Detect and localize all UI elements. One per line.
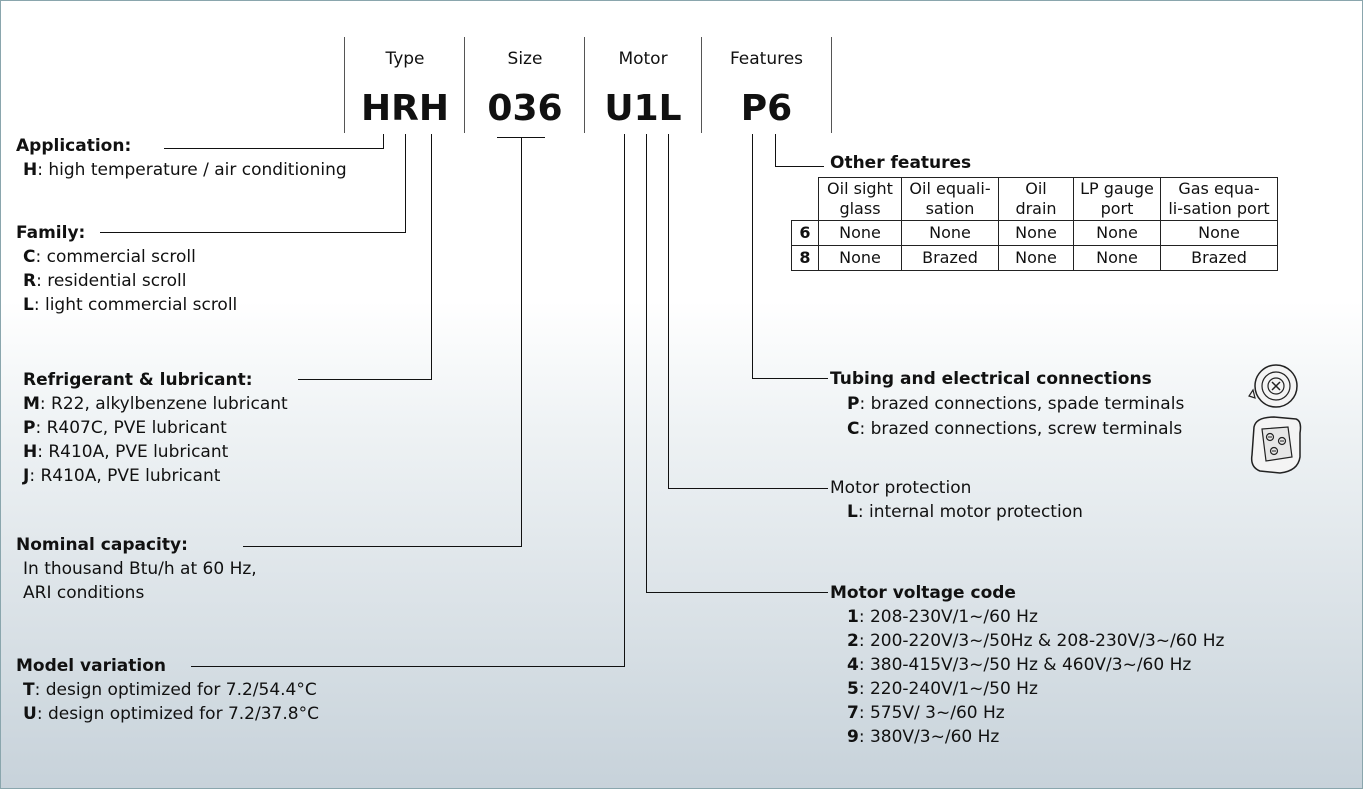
table-cell: None xyxy=(1073,245,1161,271)
column-divider xyxy=(701,37,702,133)
features-header: Features xyxy=(729,49,804,69)
connector-line xyxy=(624,134,625,667)
table-cell: None xyxy=(901,220,999,246)
capacity-line: ARI conditions xyxy=(23,583,145,603)
column-divider xyxy=(464,37,465,133)
table-cell: None xyxy=(998,220,1074,246)
spade-terminal-icon xyxy=(1248,364,1298,408)
capacity-title: Nominal capacity: xyxy=(16,535,188,555)
refrigerant-item: P: R407C, PVE lubricant xyxy=(23,418,227,438)
family-item: C: commercial scroll xyxy=(23,247,196,267)
connector-line xyxy=(668,134,669,489)
family-title: Family: xyxy=(16,223,86,243)
connector-line xyxy=(100,232,406,233)
table-cell: None xyxy=(1073,220,1161,246)
connector-line xyxy=(646,592,828,593)
connector-line xyxy=(164,148,384,149)
table-row: 8 None Brazed None None Brazed xyxy=(791,245,1278,271)
table-corner xyxy=(791,177,819,221)
motor-protection-item: L: internal motor protection xyxy=(847,502,1083,522)
column-divider xyxy=(584,37,585,133)
connector-line xyxy=(298,379,432,380)
table-cell: None xyxy=(818,245,902,271)
capacity-line: In thousand Btu/h at 60 Hz, xyxy=(23,559,257,579)
table-cell: None xyxy=(818,220,902,246)
voltage-item: 4: 380-415V/3~/50 Hz & 460V/3~/60 Hz xyxy=(847,655,1192,675)
features-code: P6 xyxy=(740,88,793,129)
size-code: 036 xyxy=(487,88,563,129)
refrigerant-item: H: R410A, PVE lubricant xyxy=(23,442,229,462)
refrigerant-item: M: R22, alkylbenzene lubricant xyxy=(23,394,288,414)
refrigerant-title: Refrigerant & lubricant: xyxy=(23,370,253,390)
variation-item: U: design optimized for 7.2/37.8°C xyxy=(23,704,319,724)
variation-item: T: design optimized for 7.2/54.4°C xyxy=(23,680,317,700)
table-cell: None xyxy=(1160,220,1278,246)
voltage-item: 2: 200-220V/3~/50Hz & 208-230V/3~/60 Hz xyxy=(847,631,1225,651)
connector-line xyxy=(668,488,828,489)
connector-line xyxy=(752,134,753,379)
connector-line xyxy=(646,134,647,593)
connector-line xyxy=(431,134,432,380)
motor-protection-title: Motor protection xyxy=(830,478,972,498)
type-header: Type xyxy=(385,49,425,69)
refrigerant-item: J: R410A, PVE lubricant xyxy=(23,466,221,486)
connector-line xyxy=(775,166,824,167)
connector-line xyxy=(405,134,406,233)
application-item: H: high temperature / air conditioning xyxy=(23,160,347,180)
connector-line xyxy=(521,137,522,547)
tubing-item: P: brazed connections, spade terminals xyxy=(847,394,1185,414)
type-code: HRH xyxy=(361,88,449,129)
table-row-key: 8 xyxy=(791,245,819,271)
variation-title: Model variation xyxy=(16,656,167,676)
column-divider xyxy=(344,37,345,133)
other-features-title: Other features xyxy=(830,153,972,173)
table-header-cell: Gas equa-li-sation port xyxy=(1160,177,1278,221)
voltage-item: 1: 208-230V/1~/60 Hz xyxy=(847,607,1038,627)
family-item: R: residential scroll xyxy=(23,271,187,291)
table-cell: None xyxy=(998,245,1074,271)
connector-line xyxy=(191,666,625,667)
tubing-title: Tubing and electrical connections xyxy=(830,369,1152,389)
table-row-key: 6 xyxy=(791,220,819,246)
motor-code: U1L xyxy=(604,88,682,129)
table-header-cell: Oil equali-sation xyxy=(901,177,999,221)
table-row: 6 None None None None None xyxy=(791,220,1278,246)
family-item: L: light commercial scroll xyxy=(23,295,238,315)
screw-terminal-icon xyxy=(1250,416,1302,474)
size-header: Size xyxy=(507,49,543,69)
motor-header: Motor xyxy=(618,49,668,69)
voltage-item: 5: 220-240V/1~/50 Hz xyxy=(847,679,1038,699)
connector-line xyxy=(383,134,384,149)
voltage-title: Motor voltage code xyxy=(830,583,1016,603)
connector-line xyxy=(775,134,776,167)
table-cell: Brazed xyxy=(901,245,999,271)
table-cell: Brazed xyxy=(1160,245,1278,271)
voltage-item: 7: 575V/ 3~/60 Hz xyxy=(847,703,1005,723)
connector-line xyxy=(752,378,828,379)
column-divider xyxy=(831,37,832,133)
connector-line xyxy=(243,546,522,547)
voltage-item: 9: 380V/3~/60 Hz xyxy=(847,727,1000,747)
tubing-item: C: brazed connections, screw terminals xyxy=(847,419,1183,439)
application-title: Application: xyxy=(16,136,132,156)
